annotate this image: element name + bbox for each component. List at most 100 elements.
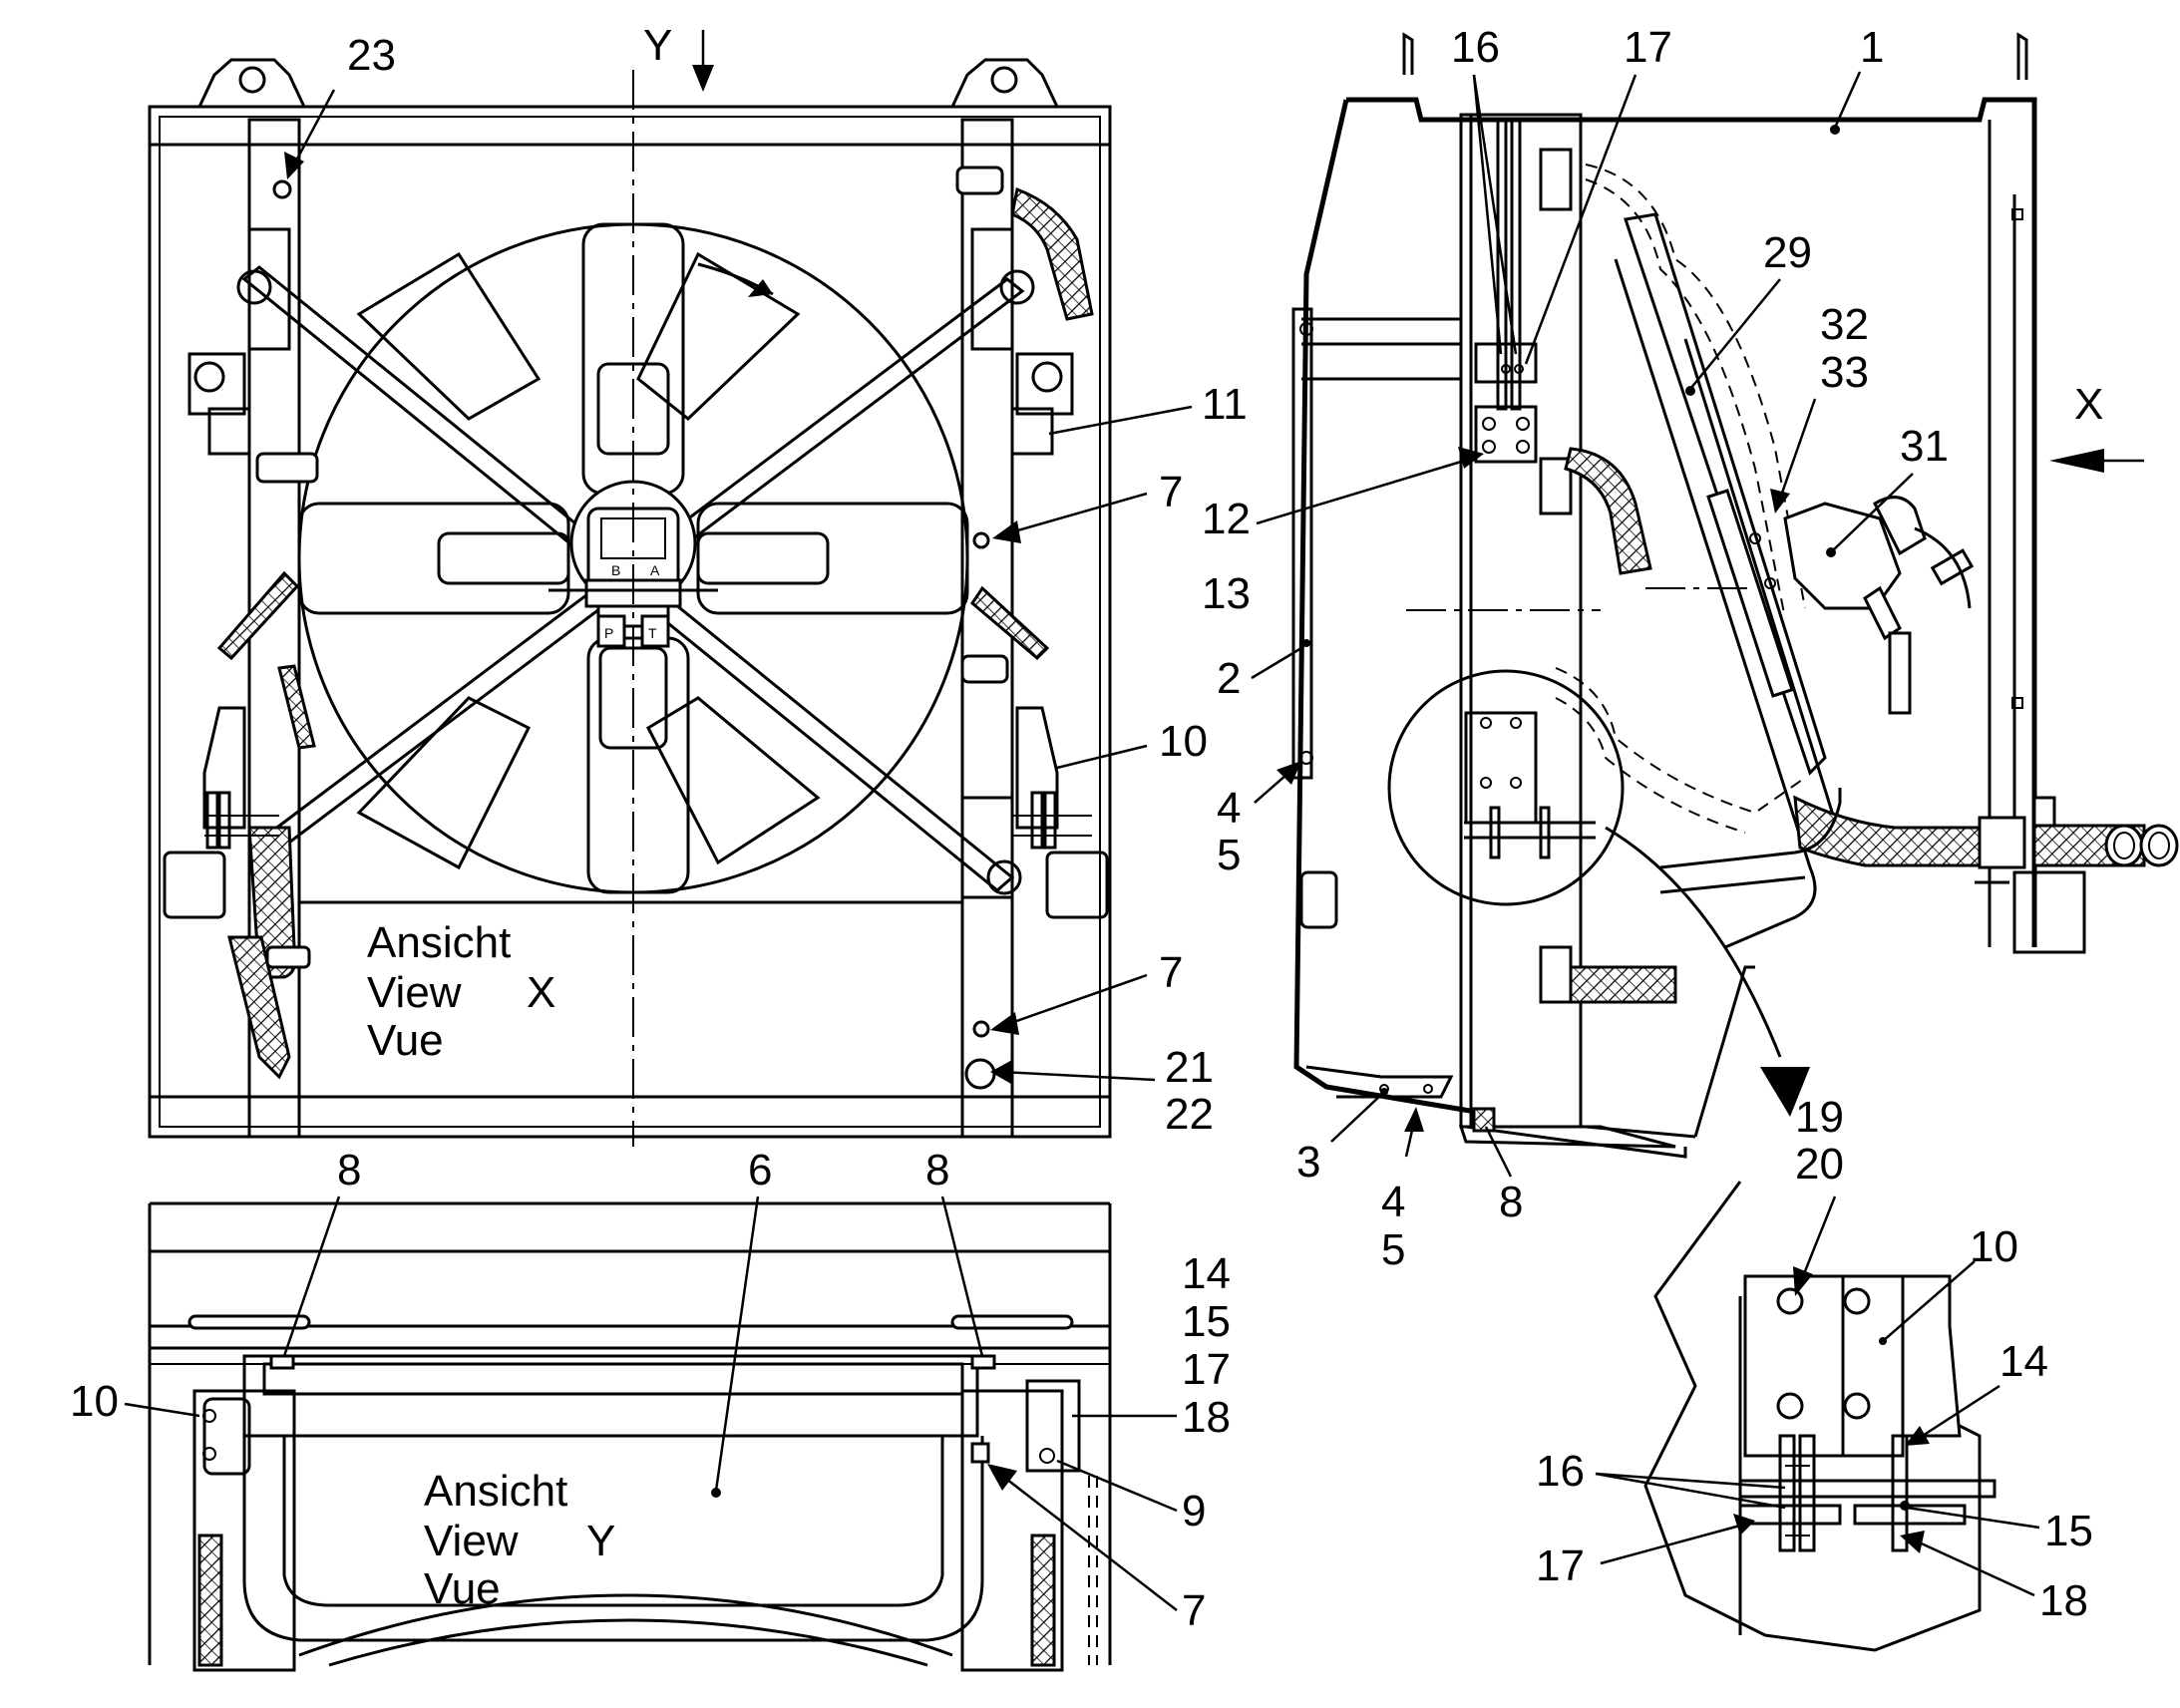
hose-lower-left <box>277 664 316 750</box>
side-hose-upper <box>1564 447 1652 575</box>
callout-14-18: 14 15 17 18 <box>1072 1249 1231 1442</box>
direction-marker-x: X <box>2074 380 2103 429</box>
svg-text:Vue: Vue <box>367 1016 444 1065</box>
callout-6: 6 <box>711 1146 772 1498</box>
callout-14-detail: 14 <box>1905 1337 2048 1446</box>
svg-text:16: 16 <box>1451 23 1500 72</box>
svg-text:22: 22 <box>1165 1090 1214 1139</box>
hose-mid-right <box>970 585 1050 661</box>
svg-text:7: 7 <box>1159 468 1183 516</box>
callout-18-detail: 18 <box>1900 1531 2088 1625</box>
svg-text:7: 7 <box>1159 948 1183 997</box>
mount-bracket-left <box>202 706 279 850</box>
callout-32-33: 32 33 <box>1770 300 1869 513</box>
caption-view-y: Ansicht View Vue Y <box>424 1467 615 1613</box>
pipe-ends <box>2032 824 2179 867</box>
port-p-label: P <box>604 625 613 641</box>
svg-text:29: 29 <box>1763 228 1812 277</box>
hose-bottom-left-2 <box>227 935 291 1080</box>
svg-text:2: 2 <box>1217 654 1241 703</box>
svg-text:8: 8 <box>925 1146 949 1195</box>
svg-text:9: 9 <box>1182 1487 1206 1536</box>
port-t-label: T <box>648 625 657 641</box>
svg-text:10: 10 <box>1159 717 1208 766</box>
side-hose-horizontal <box>1793 795 1987 867</box>
callout-4-5-lower: 4 5 <box>1381 1107 1424 1274</box>
callout-10-detail: 10 <box>1882 1222 2018 1342</box>
callout-10-bottom: 10 <box>70 1377 200 1426</box>
callout-2: 2 <box>1217 646 1302 703</box>
svg-text:32: 32 <box>1820 300 1869 349</box>
svg-text:View: View <box>424 1517 519 1565</box>
lifting-eye-right <box>950 58 1059 108</box>
callout-19-20: 19 20 <box>1793 1093 1844 1296</box>
callout-23: 23 <box>284 31 396 179</box>
svg-text:33: 33 <box>1820 348 1869 397</box>
svg-text:18: 18 <box>2039 1576 2088 1625</box>
view-y-bottom: Ansicht View Vue Y 8 6 8 14 15 17 18 10 <box>70 1146 1231 1672</box>
svg-text:13: 13 <box>1202 569 1251 618</box>
callout-1: 1 <box>1830 23 1884 135</box>
svg-text:20: 20 <box>1795 1140 1844 1189</box>
svg-text:View: View <box>367 968 462 1017</box>
callout-8-side: 8 <box>1484 1126 1523 1226</box>
svg-text:17: 17 <box>1624 23 1672 72</box>
detail-break-outline <box>1643 1181 1982 1652</box>
direction-marker-y: Y <box>643 21 672 70</box>
svg-text:8: 8 <box>1499 1178 1523 1226</box>
callout-7-upper: 7 <box>992 468 1183 543</box>
callout-17-detail: 17 <box>1536 1514 1755 1590</box>
hose-upper-right <box>1010 186 1094 321</box>
view-x-front: B A P T <box>148 21 1248 1147</box>
detail-circle <box>1387 669 1625 906</box>
svg-text:15: 15 <box>1182 1297 1231 1346</box>
angled-motor <box>1706 489 1975 715</box>
svg-text:3: 3 <box>1296 1138 1320 1187</box>
svg-text:8: 8 <box>337 1146 361 1195</box>
bowl-outline <box>242 1436 984 1642</box>
svg-text:11: 11 <box>1202 380 1248 429</box>
svg-text:18: 18 <box>1182 1393 1231 1442</box>
svg-text:17: 17 <box>1536 1541 1585 1590</box>
svg-text:X: X <box>527 968 555 1017</box>
side-hose-lower <box>1569 965 1677 1004</box>
svg-text:5: 5 <box>1381 1225 1405 1274</box>
callout-16-top: 16 <box>1451 23 1518 355</box>
callout-11: 11 <box>1048 380 1248 436</box>
callout-4-5-upper: 4 5 <box>1217 761 1301 879</box>
svg-text:10: 10 <box>70 1377 119 1426</box>
lifting-eye-left <box>197 58 306 108</box>
svg-text:1: 1 <box>1860 23 1884 72</box>
side-section-view: X 16 17 1 29 32 33 31 <box>1202 23 2179 1274</box>
frame-outline <box>148 105 1112 1139</box>
left-pivot-bracket <box>187 352 251 456</box>
svg-text:Ansicht: Ansicht <box>424 1467 567 1516</box>
mount-bracket-right <box>1012 706 1092 850</box>
callout-15-detail: 15 <box>1906 1506 2093 1555</box>
callout-29: 29 <box>1685 228 1812 396</box>
callout-17-top: 17 <box>1524 23 1672 365</box>
svg-text:15: 15 <box>2044 1507 2093 1555</box>
side-plate <box>1291 307 1313 780</box>
caption-view-x: Ansicht View Vue X <box>367 918 555 1065</box>
svg-text:4: 4 <box>1381 1178 1405 1226</box>
callout-16-detail: 16 <box>1536 1447 1786 1510</box>
svg-text:12: 12 <box>1202 495 1251 543</box>
detail-view: 19 20 10 14 16 15 17 18 <box>1536 1093 2093 1652</box>
svg-text:5: 5 <box>1217 831 1241 879</box>
svg-text:16: 16 <box>1536 1447 1585 1496</box>
svg-text:6: 6 <box>748 1146 772 1195</box>
callout-8-left: 8 <box>282 1146 361 1357</box>
svg-text:Ansicht: Ansicht <box>367 918 511 967</box>
callout-12-13: 12 13 <box>1202 447 1484 618</box>
svg-text:23: 23 <box>347 31 396 80</box>
svg-text:31: 31 <box>1900 422 1949 471</box>
callout-3: 3 <box>1296 1094 1382 1187</box>
svg-text:Y: Y <box>586 1517 615 1565</box>
svg-text:19: 19 <box>1795 1093 1844 1142</box>
callout-7-lower: 7 <box>990 948 1183 1035</box>
svg-text:14: 14 <box>1182 1249 1231 1298</box>
callout-10-front: 10 <box>1056 717 1208 770</box>
callout-21-22: 21 22 <box>990 1043 1214 1139</box>
svg-text:14: 14 <box>1999 1337 2048 1386</box>
